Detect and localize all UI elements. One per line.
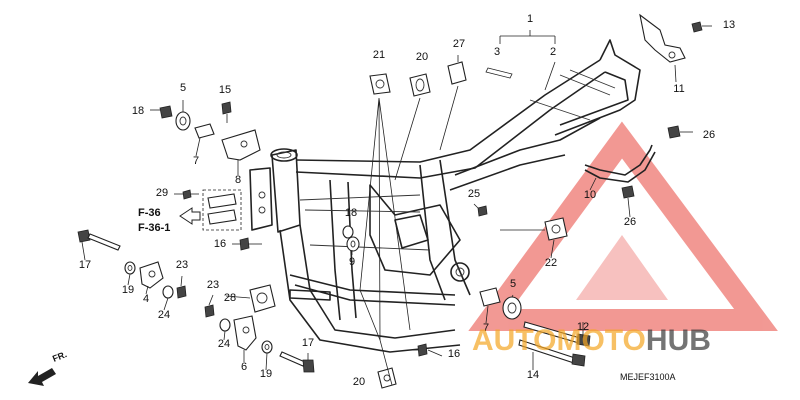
bracket-4 — [139, 261, 164, 289]
nut-18-center — [342, 225, 354, 239]
callout-8: 8 — [235, 174, 241, 186]
washer-19-left — [124, 261, 136, 275]
stay-10 — [584, 144, 656, 183]
watermark-part-2: MOTO — [556, 324, 645, 357]
watermark-text: AUTOMOTOHUB — [472, 324, 711, 357]
callout-24: 24 — [158, 309, 170, 321]
bracket-8 — [221, 129, 261, 161]
callout-1: 1 — [527, 13, 533, 25]
callout-14: 14 — [527, 369, 539, 381]
bolt-13 — [691, 21, 712, 33]
callout-12: 12 — [577, 321, 589, 333]
callout-20: 20 — [353, 376, 365, 388]
rubber-24-lower — [219, 318, 231, 332]
callout-16: 16 — [214, 238, 226, 250]
callout-25: 25 — [468, 188, 480, 200]
nut-23-left — [176, 285, 187, 299]
washer-19-lower — [261, 340, 273, 354]
callout-7: 7 — [193, 155, 199, 167]
callout-21: 21 — [373, 49, 385, 61]
callout-labels: 1234556778910111213141516161717181819192… — [79, 13, 735, 388]
diagram-code: MEJEF3100A — [620, 372, 676, 382]
callout-28: 28 — [224, 292, 236, 304]
bolt-15 — [221, 101, 232, 123]
bracket-11 — [639, 13, 686, 83]
callout-18: 18 — [345, 207, 357, 219]
clip-21 — [369, 73, 391, 95]
reference-label-1: F-36 — [138, 207, 161, 219]
watermark-part-1: AUTO — [472, 324, 556, 357]
reference-label-2: F-36-1 — [138, 222, 170, 234]
collar-9 — [346, 236, 360, 252]
watermark-part-3: HUB — [646, 324, 711, 357]
screw-29 — [182, 189, 199, 200]
direction-label: FR. — [51, 349, 68, 364]
clamp-28 — [249, 284, 276, 313]
callout-11: 11 — [673, 83, 684, 95]
bolt-26-upper — [667, 125, 693, 139]
callout-17: 17 — [302, 337, 314, 349]
svg-text:AUTOMOTOHUB: AUTOMOTOHUB — [472, 324, 711, 357]
bolt-14 — [518, 339, 586, 367]
callout-15: 15 — [219, 84, 231, 96]
callout-23: 23 — [176, 259, 188, 271]
callout-20: 20 — [416, 51, 428, 63]
bracket-6 — [233, 315, 257, 351]
callout-27: 27 — [453, 38, 465, 50]
bolt-16-bottom — [410, 343, 428, 357]
callout-26: 26 — [703, 129, 715, 141]
callout-18: 18 — [132, 105, 144, 117]
callout-13: 13 — [723, 19, 735, 31]
bolt-17-left — [77, 229, 121, 251]
collar-7 — [194, 123, 215, 139]
callout-16: 16 — [448, 348, 460, 360]
bolt-26-lower — [621, 185, 635, 199]
callout-5: 5 — [180, 82, 186, 94]
callout-9: 9 — [349, 256, 355, 268]
callout-6: 6 — [241, 361, 247, 373]
pin-25 — [477, 205, 488, 217]
callout-7: 7 — [483, 322, 489, 334]
callout-26: 26 — [624, 216, 636, 228]
bolt-16-left — [239, 237, 262, 251]
callout-5: 5 — [510, 278, 516, 290]
rubber-5-right — [502, 296, 522, 320]
main-frame — [249, 39, 641, 353]
callout-19: 19 — [122, 284, 134, 296]
collar-7-right — [479, 287, 501, 307]
rubber-24-left — [162, 285, 174, 299]
nut-18 — [159, 105, 173, 119]
reference-plate — [202, 189, 242, 231]
callout-24: 24 — [218, 338, 230, 350]
callout-10: 10 — [584, 189, 596, 201]
callout-19: 19 — [260, 368, 272, 380]
leader-lines — [81, 30, 631, 386]
callout-22: 22 — [545, 257, 557, 269]
callout-2: 2 — [550, 46, 556, 58]
front-direction-arrow: FR. — [28, 349, 68, 386]
callout-29: 29 — [156, 187, 168, 199]
bolt-17-lower — [279, 351, 315, 373]
reference-arrow — [179, 207, 201, 225]
clip-20-bottom — [377, 367, 397, 389]
rubber-5 — [175, 111, 191, 131]
callout-4: 4 — [143, 293, 149, 305]
clip-27 — [447, 55, 467, 85]
callout-17: 17 — [79, 259, 91, 271]
bolt-12 — [523, 321, 591, 347]
callout-3: 3 — [494, 46, 500, 58]
nut-23-lower — [204, 304, 215, 318]
clamp-22 — [544, 217, 568, 241]
callout-23: 23 — [207, 279, 219, 291]
clip-20-top — [409, 73, 431, 97]
